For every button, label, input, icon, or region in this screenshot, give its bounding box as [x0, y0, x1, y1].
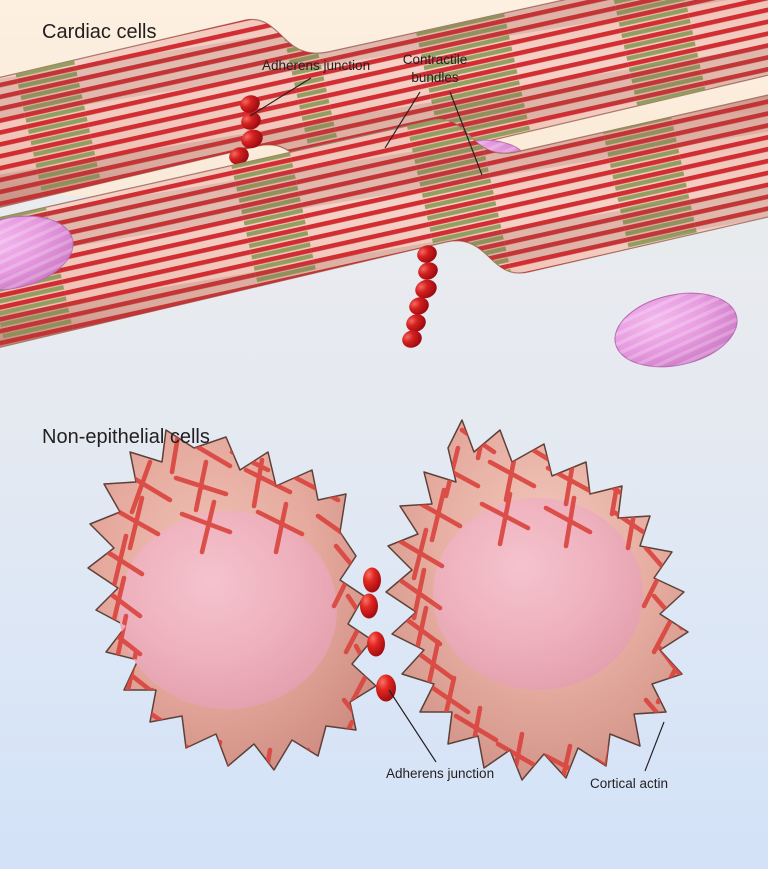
leader-line [384, 91, 421, 149]
adherens-junction-beads-lower [402, 245, 438, 348]
non-epithelial-cell-left [87, 429, 377, 771]
callout-adherens-junction-cardiac: Adherens junction [249, 58, 370, 117]
callout-adherens-junction-non-epithelial: Adherens junction [386, 689, 494, 781]
contractile-band [657, 0, 768, 212]
adherens-junction-beads-non-epithelial [360, 567, 396, 702]
cell-right-nucleus [433, 498, 643, 690]
panel-title-non-epithelial: Non-epithelial cells [42, 426, 210, 448]
callout-cortical-actin: Cortical actin [590, 721, 668, 791]
contractile-band [649, 90, 768, 352]
leader-line [644, 721, 665, 772]
callout-label-line2: bundles [411, 70, 459, 85]
fiber-lower-nucleus-right [614, 292, 738, 368]
contractile-band-green [3, 7, 141, 212]
fiber-lower-nucleus-left [0, 215, 74, 291]
cell-left-nucleus [119, 511, 337, 709]
leader-line [249, 77, 312, 117]
leader-line [449, 91, 483, 176]
leader-line [388, 689, 437, 763]
callout-label-line1: Contractile [403, 52, 468, 67]
callout-label: Adherens junction [386, 766, 494, 781]
callout-label: Cortical actin [590, 776, 668, 791]
non-epithelial-cell-right [385, 419, 689, 781]
callout-contractile-bundles: Contractile bundles [384, 52, 483, 176]
panel-title-cardiac: Cardiac cells [42, 21, 156, 43]
callout-label: Adherens junction [262, 58, 370, 73]
